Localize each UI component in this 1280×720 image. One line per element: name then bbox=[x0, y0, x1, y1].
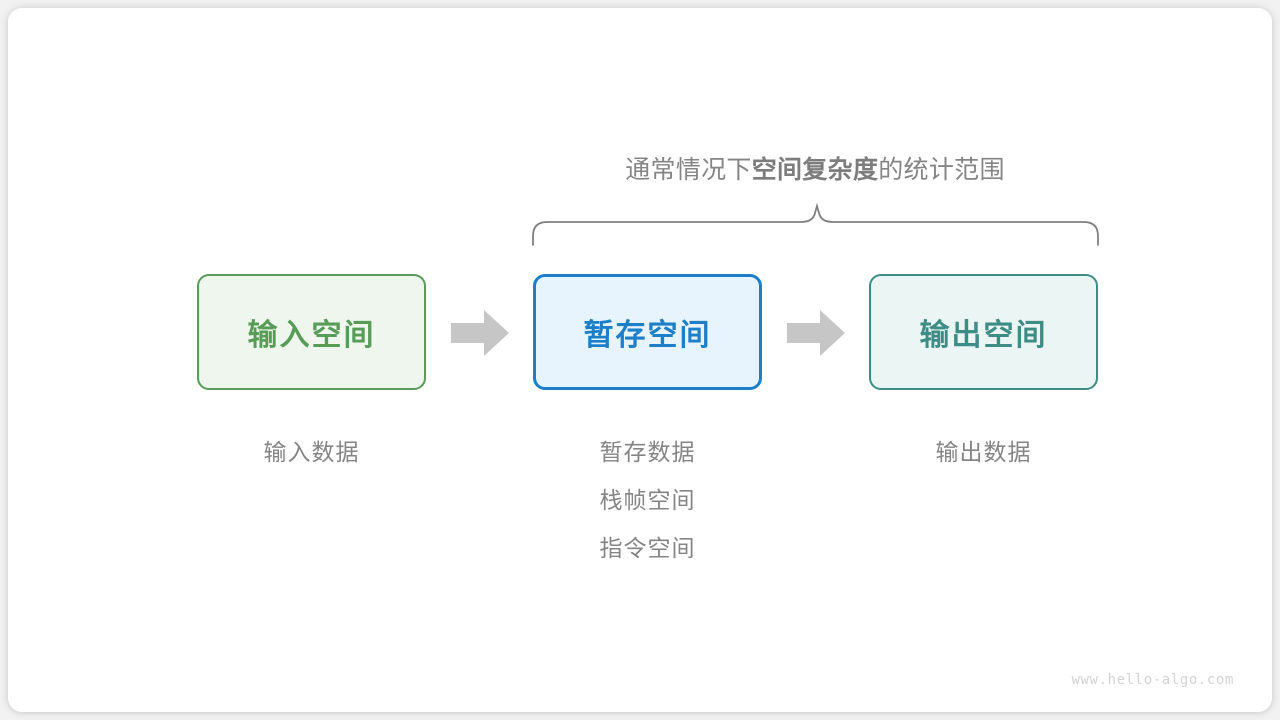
caption-column-output: 输出数据 bbox=[869, 428, 1098, 476]
caption-line: 输出数据 bbox=[935, 439, 1032, 465]
arrow-right-icon bbox=[451, 310, 509, 356]
box-input-space: 输入空间 bbox=[197, 274, 426, 390]
caption-line: 输入数据 bbox=[263, 439, 360, 465]
box-temp-space: 暂存空间 bbox=[533, 274, 762, 390]
arrow-right-icon bbox=[787, 310, 845, 356]
caption-column-input: 输入数据 bbox=[197, 428, 426, 476]
brace-caption-prefix: 通常情况下 bbox=[625, 156, 752, 184]
slide-card: 通常情况下空间复杂度的统计范围 输入空间 暂存空间 输出空间 输入数据 暂存数据… bbox=[8, 8, 1272, 712]
caption-line: 暂存数据 bbox=[599, 439, 696, 465]
brace-caption-emphasis: 空间复杂度 bbox=[751, 156, 879, 184]
box-output-space: 输出空间 bbox=[869, 274, 1098, 390]
caption-line: 栈帧空间 bbox=[599, 487, 696, 513]
brace-caption-suffix: 的统计范围 bbox=[878, 156, 1005, 184]
caption-line: 指令空间 bbox=[599, 535, 696, 561]
caption-column-temp: 暂存数据 栈帧空间 指令空间 bbox=[533, 428, 762, 572]
watermark: www.hello-algo.com bbox=[1071, 672, 1234, 688]
brace-icon bbox=[532, 202, 1099, 246]
